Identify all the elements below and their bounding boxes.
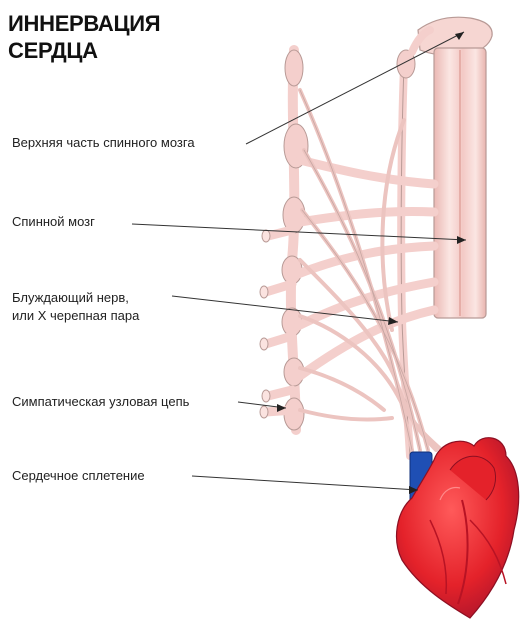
label-upper-spinal-cord: Верхняя часть спинного мозга bbox=[12, 134, 195, 152]
cardiac-nerves bbox=[300, 90, 444, 452]
label-cardiac-plexus: Сердечное сплетение bbox=[12, 467, 145, 485]
label-vagus-nerve-1: Блуждающий нерв, bbox=[12, 289, 129, 307]
label-spinal-cord: Спинной мозг bbox=[12, 213, 95, 231]
label-sympathetic-chain: Симпатическая узловая цепь bbox=[12, 393, 189, 411]
label-vagus-nerve-2: или X черепная пара bbox=[12, 307, 139, 325]
